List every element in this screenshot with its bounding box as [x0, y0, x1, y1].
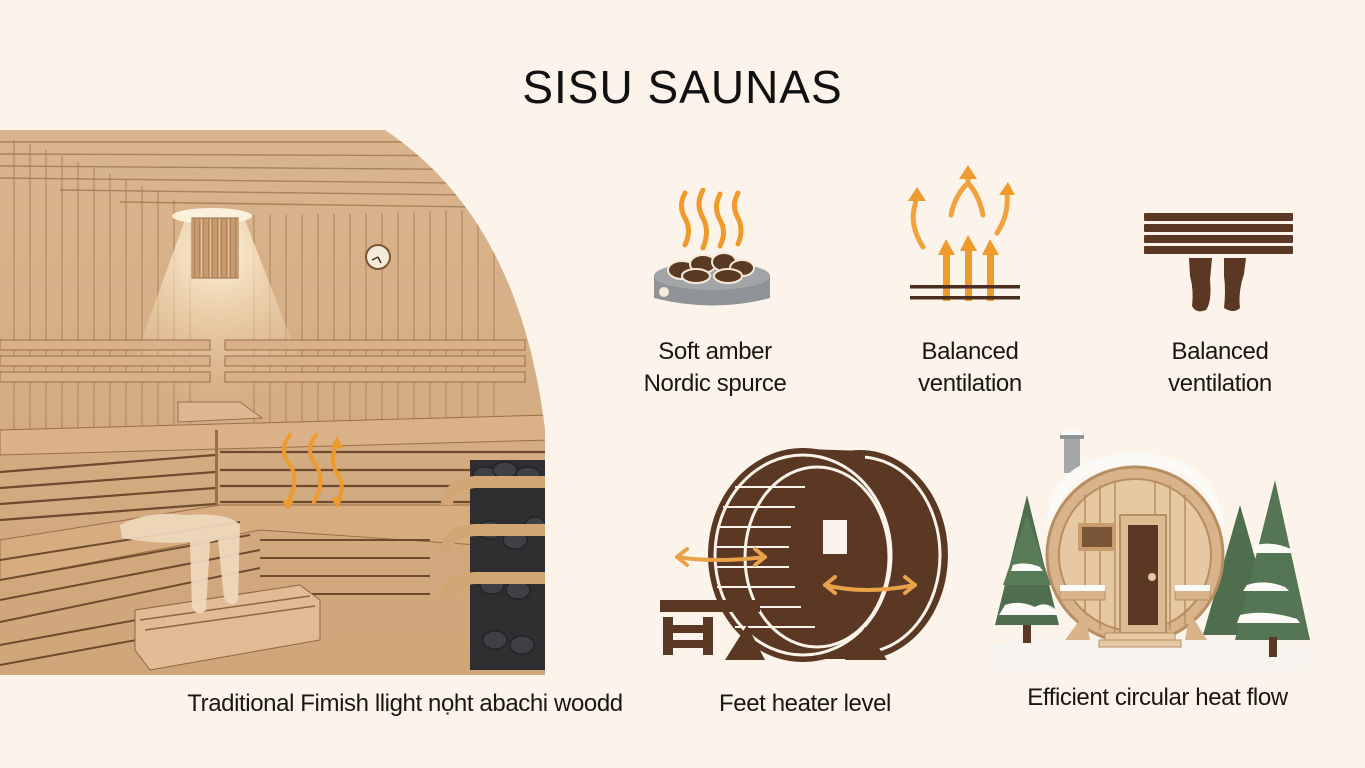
bench-with-feet-icon: [1144, 210, 1294, 315]
caption-stones-line1: Soft amber: [658, 338, 772, 365]
caption-ventilation-1-line1: Balanced: [921, 338, 1019, 365]
caption-ventilation-2-line1: Balanced: [1171, 338, 1269, 365]
caption-outdoor-barrel: Efficient circular heat flow: [1027, 684, 1288, 711]
caption-ventilation-2: Balanced ventilation: [1120, 336, 1320, 400]
caption-ventilation-1-line2: ventilation: [918, 370, 1022, 397]
snowy-barrel-sauna-illustration: [985, 415, 1315, 670]
caption-stones-line2: Nordic spurce: [643, 370, 787, 397]
caption-barrel-heat: Feet heater level: [719, 690, 891, 717]
barrel-sauna-heat-flow-icon: [655, 445, 955, 665]
steaming-stones-icon: [648, 187, 778, 308]
caption-ventilation-2-line2: ventilation: [1168, 370, 1272, 397]
rising-air-arrows-icon: [895, 165, 1035, 305]
caption-ventilation-1: Balanced ventilation: [870, 336, 1070, 400]
page-title: SISU SAUNAS: [522, 61, 843, 113]
caption-interior: Traditional Fimish llight nọht abachi wo…: [187, 690, 623, 717]
sauna-interior-illustration: [0, 130, 550, 675]
caption-stones: Soft amber Nordic spurce: [610, 336, 820, 400]
